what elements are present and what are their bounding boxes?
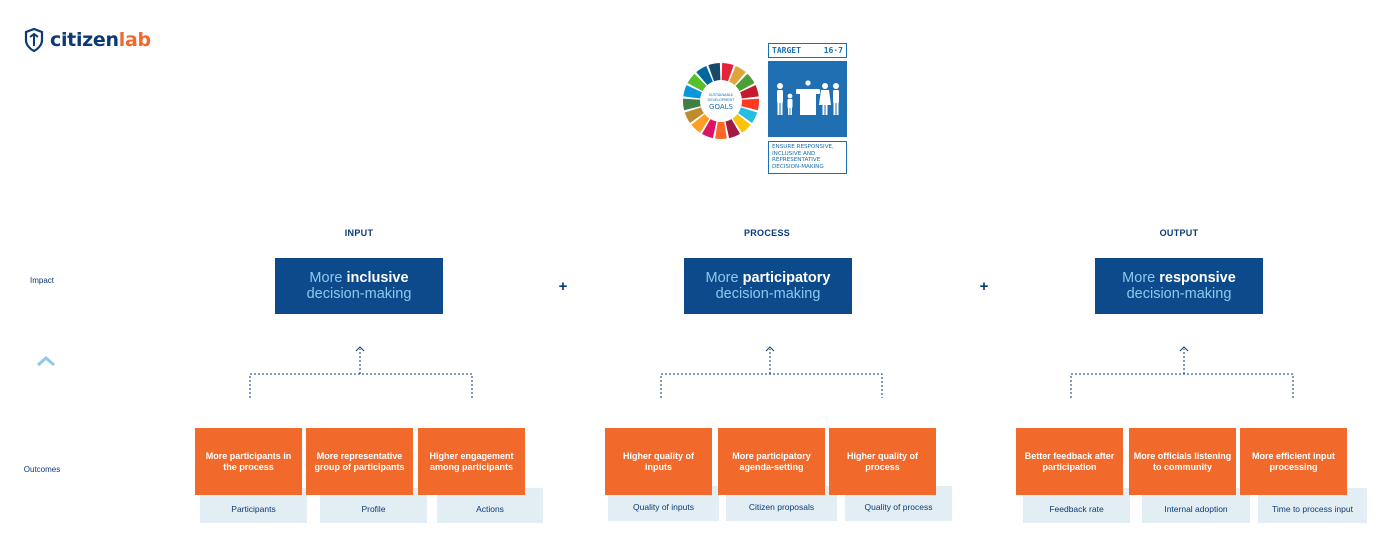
sdg-target-header: TARGET 16·7 bbox=[768, 43, 847, 58]
sdg-wheel-segment bbox=[735, 73, 755, 92]
plus-operator-2: + bbox=[979, 278, 989, 295]
outcome-better-feedback: Better feedback after participation bbox=[1016, 428, 1123, 495]
outcome-more-participants: More participants in the process bbox=[195, 428, 302, 495]
sdg-wheel-segment bbox=[725, 119, 741, 139]
outcome-higher-engagement: Higher engagement among participants bbox=[418, 428, 525, 495]
sdg-wheel-segment bbox=[732, 114, 751, 133]
sdg-wheel-segment bbox=[721, 63, 734, 82]
sdg-wheel-segment bbox=[741, 98, 760, 111]
sdg-target-icon-panel bbox=[768, 61, 847, 137]
row-label-outcomes: Outcomes bbox=[23, 465, 61, 474]
connector-output bbox=[1070, 349, 1294, 398]
brand-wordmark: citizenlab bbox=[50, 29, 151, 51]
column-title-input: INPUT bbox=[344, 228, 374, 238]
chevron-up-icon bbox=[37, 356, 55, 367]
sdg-target-description: ENSURE RESPONSIVE, INCLUSIVE AND REPRESE… bbox=[768, 141, 847, 174]
column-title-output: OUTPUT bbox=[1159, 228, 1199, 238]
sdg-wheel-icon: SUSTAINABLE DEVELOPMENT GOALS bbox=[682, 63, 760, 140]
sdg-wheel-segment bbox=[682, 98, 701, 111]
arrowhead-process bbox=[765, 346, 775, 352]
sdg-wheel-segment bbox=[738, 107, 758, 123]
sdg-wheel-segment bbox=[696, 65, 713, 86]
sdg-wheel-label-1: SUSTAINABLE bbox=[709, 93, 734, 97]
sdg-wheel-label-2: DEVELOPMENT bbox=[708, 98, 736, 102]
sdg-wheel-segment bbox=[740, 85, 759, 99]
impact-box-responsive: More responsive decision-making bbox=[1095, 258, 1263, 314]
outcome-higher-quality-inputs: Higher quality of inputs bbox=[605, 428, 712, 495]
impact-box-participatory: More participatory decision-making bbox=[684, 258, 852, 314]
citizenlab-logo: citizenlab bbox=[24, 28, 151, 52]
arrowhead-input bbox=[355, 346, 365, 352]
sdg-wheel-segment bbox=[701, 119, 717, 139]
sdg-wheel-segment bbox=[684, 107, 704, 123]
people-podium-icon bbox=[776, 80, 839, 115]
column-title-process: PROCESS bbox=[743, 228, 791, 238]
sdg-wheel-segment bbox=[708, 63, 721, 82]
shield-logo-icon bbox=[24, 28, 44, 52]
arrowhead-output bbox=[1179, 346, 1189, 352]
sdg-wheel-segment bbox=[729, 65, 746, 86]
outcome-participatory-agenda: More participatory agenda-setting bbox=[718, 428, 825, 495]
connector-process bbox=[660, 349, 883, 398]
outcome-more-representative: More representative group of participant… bbox=[306, 428, 413, 495]
outcome-efficient-processing: More efficient input processing bbox=[1240, 428, 1347, 495]
sdg-target-card: TARGET 16·7 ENSURE RESPONSIVE, INCLUSIVE… bbox=[768, 43, 847, 174]
row-label-impact: Impact bbox=[29, 276, 54, 285]
outcome-more-officials: More officials listening to community bbox=[1129, 428, 1236, 495]
sdg-wheel-segment bbox=[687, 73, 707, 92]
sdg-wheel-segment bbox=[715, 121, 727, 140]
sdg-wheel-segment bbox=[683, 85, 702, 99]
sdg-wheel-segment bbox=[691, 114, 710, 133]
sdg-target-number: 16·7 bbox=[823, 46, 843, 55]
outcome-higher-quality-process: Higher quality of process bbox=[829, 428, 936, 495]
connector-input bbox=[249, 349, 473, 398]
plus-operator-1: + bbox=[558, 278, 568, 295]
sdg-target-label: TARGET bbox=[772, 46, 801, 55]
impact-box-inclusive: More inclusive decision-making bbox=[275, 258, 443, 314]
sdg-wheel-label-3: GOALS bbox=[709, 103, 733, 111]
